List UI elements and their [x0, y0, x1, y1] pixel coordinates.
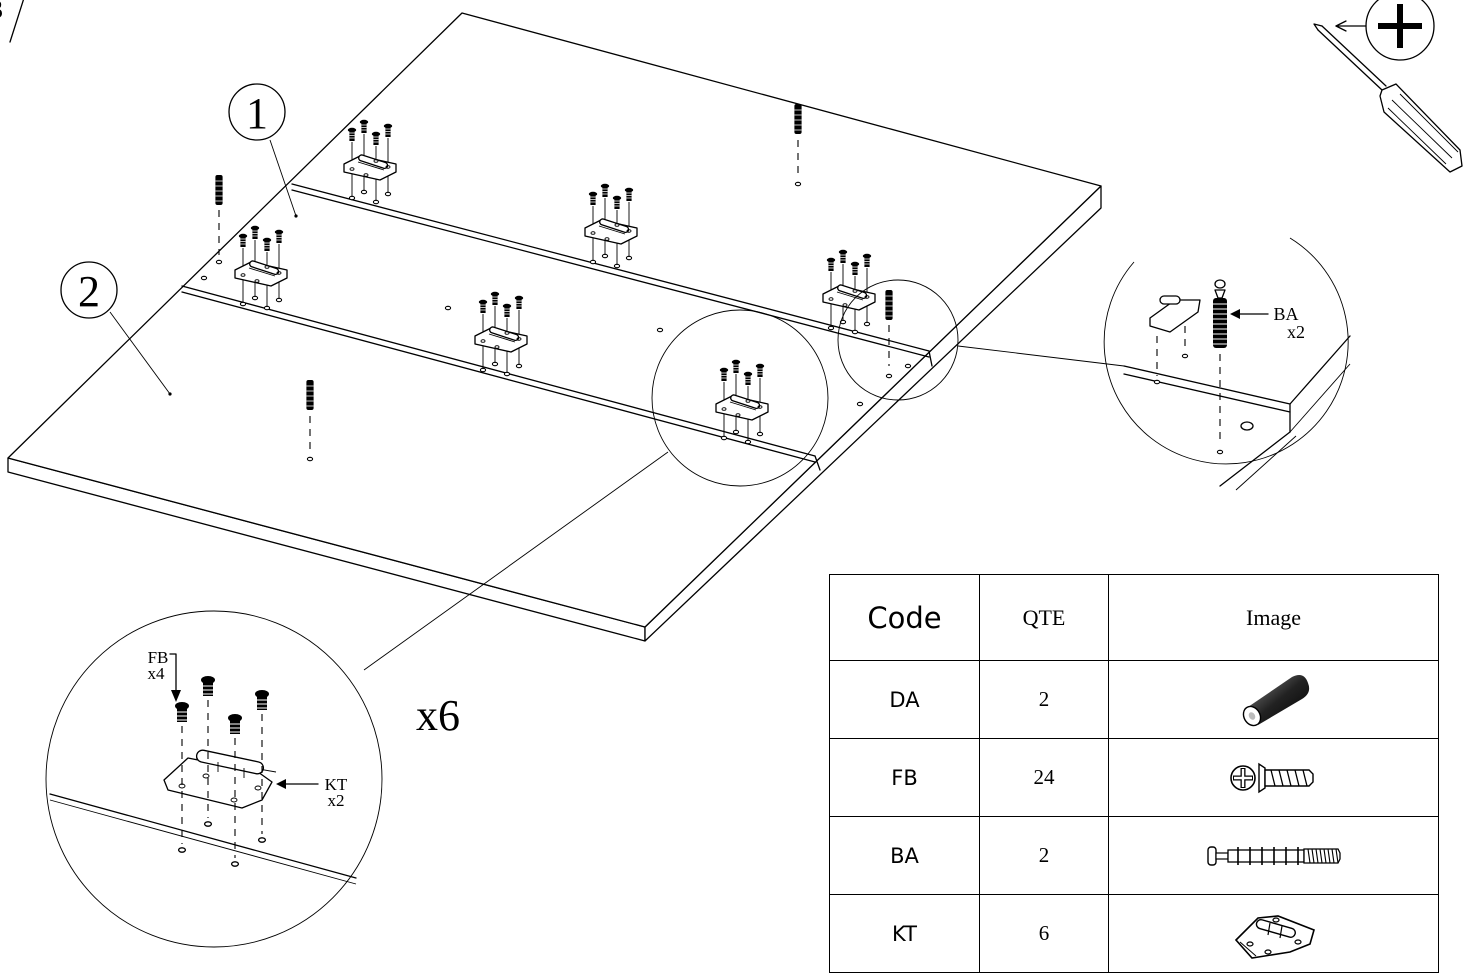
- zoom-circle-cam: [837, 279, 959, 401]
- zoom-circle-hinge: [651, 309, 829, 487]
- callout-kt-qty: x2: [328, 791, 345, 810]
- row-code: DA: [829, 660, 980, 739]
- table-row: BA 2: [829, 816, 1439, 895]
- row-qty: 24: [979, 738, 1109, 817]
- row-code: FB: [829, 738, 980, 817]
- step-badge: 3: [0, 0, 25, 43]
- step-number: 3: [0, 0, 3, 24]
- header-image: Image: [1108, 574, 1439, 661]
- dowels-on-panel: [200, 103, 912, 462]
- callout-fb-qty: x4: [148, 664, 166, 683]
- table-row: FB 24: [829, 738, 1439, 817]
- panel-assembly: [7, 12, 1102, 642]
- euro-screw-icon: [1229, 762, 1314, 793]
- parts-table: Code QTE Image DA 2: [829, 574, 1439, 973]
- phillips-screwdriver-icon: [1313, 0, 1463, 173]
- row-qty: 6: [979, 894, 1109, 973]
- callout-ba-code: BA: [1273, 304, 1298, 324]
- part-label-1: 1: [228, 83, 298, 218]
- zoom-detail-cam-bolt: BA x2: [957, 237, 1351, 491]
- callout-fb-code: FB: [148, 648, 169, 667]
- svg-text:1: 1: [246, 89, 268, 138]
- svg-text:2: 2: [78, 267, 100, 316]
- header-qty: QTE: [979, 574, 1109, 661]
- header-code: Code: [829, 574, 980, 661]
- row-code: BA: [829, 816, 980, 895]
- table-row: KT 6: [829, 894, 1439, 973]
- zoom-detail-hinge: FB x4 KT x2: [45, 451, 669, 948]
- table-row: DA 2: [829, 660, 1439, 739]
- multiplier-label: x6: [416, 691, 460, 740]
- callout-kt-code: KT: [325, 775, 348, 794]
- dowel-icon: [1242, 674, 1309, 726]
- row-code: KT: [829, 894, 980, 973]
- hinge-plate-icon: [1234, 914, 1315, 959]
- cam-bolt-icon: [1206, 845, 1341, 866]
- row-qty: 2: [979, 816, 1109, 895]
- row-qty: 2: [979, 660, 1109, 739]
- callout-ba-qty: x2: [1287, 322, 1305, 342]
- part-label-2: 2: [60, 261, 172, 396]
- table-header-row: Code QTE Image: [829, 574, 1439, 661]
